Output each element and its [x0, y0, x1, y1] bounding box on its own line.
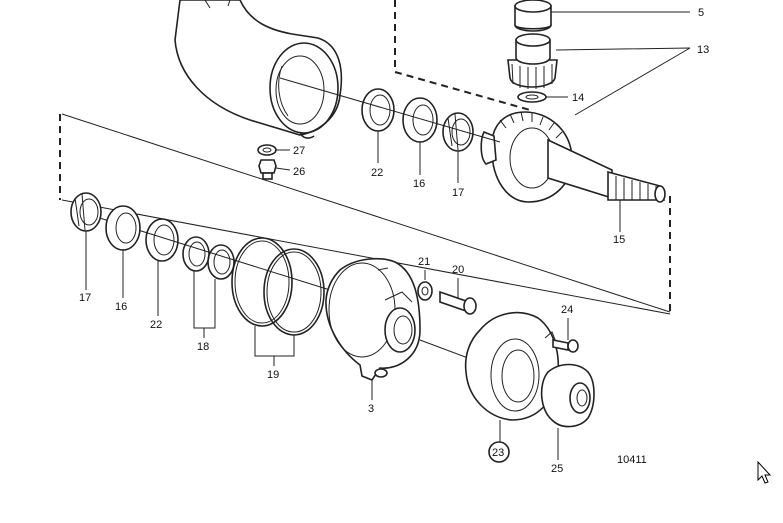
callout-15: 15 — [613, 234, 625, 246]
washer-27 — [257, 144, 277, 156]
callout-23: 23 — [492, 447, 504, 459]
pinion-gear-13 — [507, 33, 558, 89]
washer-21 — [417, 281, 433, 301]
bearing-17-lower — [70, 192, 102, 232]
callout-25: 25 — [551, 463, 563, 475]
bolt-24 — [552, 339, 579, 353]
callout-16-lower: 16 — [115, 301, 127, 313]
bearing-17-upper — [442, 112, 474, 152]
callout-24: 24 — [561, 304, 573, 316]
callout-17-lower: 17 — [79, 292, 91, 304]
leader-lines — [85, 11, 691, 460]
bearing-housing-3 — [325, 257, 421, 381]
shim-22-lower — [145, 218, 179, 262]
bolt-20 — [439, 290, 477, 315]
callout-16-upper: 16 — [413, 178, 425, 190]
mouse-cursor-icon — [757, 460, 772, 484]
race-16-lower — [105, 205, 141, 251]
o-rings-18 — [182, 236, 235, 280]
callout-27: 27 — [293, 145, 305, 157]
callout-26: 26 — [293, 166, 305, 178]
seal-rings-19 — [231, 237, 325, 336]
callout-3: 3 — [368, 403, 374, 415]
drain-plug-26 — [258, 159, 277, 180]
callout-22-upper: 22 — [371, 167, 383, 179]
callout-18: 18 — [197, 341, 209, 353]
assembly-line-top-diagonal — [61, 113, 671, 313]
callout-23-circle — [488, 441, 510, 463]
callout-13: 13 — [697, 44, 709, 56]
bushing-5 — [514, 0, 552, 32]
callout-20: 20 — [452, 264, 464, 276]
callout-5: 5 — [698, 7, 704, 19]
callout-21: 21 — [418, 256, 430, 268]
cap-25 — [540, 363, 595, 428]
callout-22-lower: 22 — [150, 319, 162, 331]
callout-19: 19 — [267, 369, 279, 381]
race-16-upper — [402, 97, 438, 143]
drawing-reference-number: 10411 — [617, 454, 647, 466]
callout-17-upper: 17 — [452, 187, 464, 199]
pinion-shaft-15 — [480, 111, 666, 203]
gear-housing — [174, 0, 343, 139]
assembly-line-top — [394, 0, 531, 111]
washer-14 — [517, 91, 547, 103]
callout-14: 14 — [572, 92, 584, 104]
